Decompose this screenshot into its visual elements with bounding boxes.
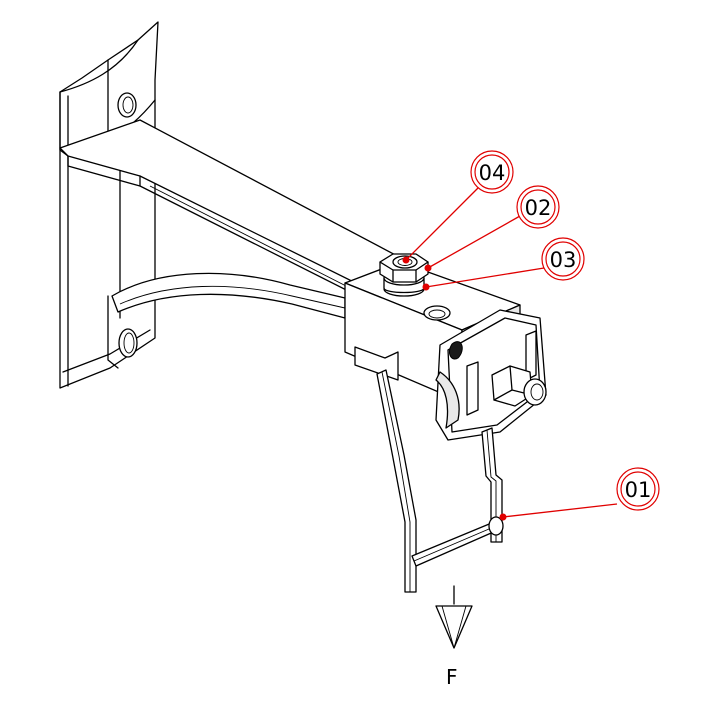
callout-01-label: 01 [625, 478, 652, 502]
wire-hook [376, 369, 504, 593]
callout-02-label: 02 [525, 196, 552, 220]
callout-03: 03 [541, 237, 585, 281]
callout-04: 04 [470, 150, 514, 194]
callout-02: 02 [516, 185, 560, 229]
wall-mount-plate [59, 21, 159, 389]
front-clamp-plate [435, 309, 547, 441]
callout-01: 01 [616, 467, 660, 511]
callout-03-label: 03 [550, 248, 577, 272]
top-nut-assembly [379, 253, 429, 297]
force-label: F [446, 665, 458, 689]
callout-04-label: 04 [479, 161, 506, 185]
callout-leaders [402, 187, 618, 521]
force-arrow [435, 585, 473, 649]
